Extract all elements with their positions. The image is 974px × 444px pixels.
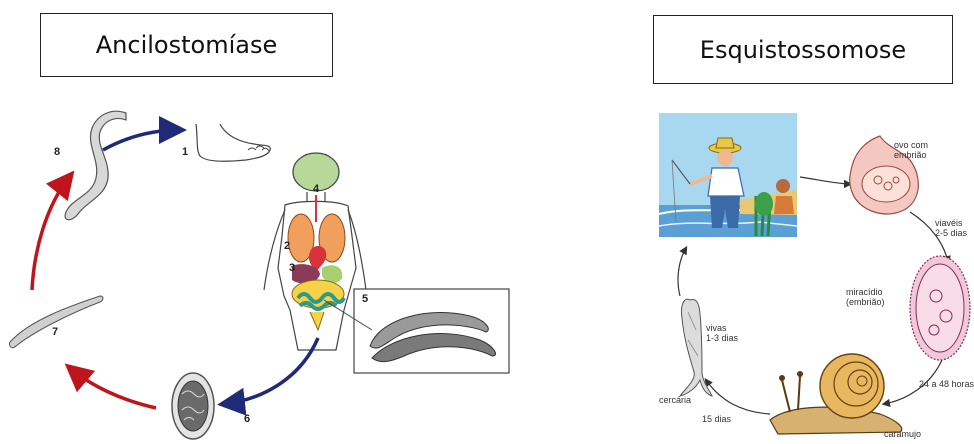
arrow-cercaria-to-host — [678, 248, 686, 296]
snail — [770, 354, 902, 434]
label-cercaria: cercária — [659, 395, 691, 405]
blue-arrow-larva-to-foot — [103, 130, 180, 150]
stage-number-5: 5 — [362, 293, 368, 305]
stage-number-8: 8 — [54, 146, 60, 158]
stage-number-3: 3 — [289, 262, 295, 274]
arrow-host-to-egg — [800, 177, 850, 184]
red-arrow-larva7-to-larva8 — [32, 176, 70, 290]
rhabditiform-larva-7 — [9, 296, 103, 348]
label-hours: 24 a 48 horas — [919, 379, 974, 389]
arrow-snail-to-cercaria — [706, 380, 770, 414]
stage-number-1: 1 — [182, 146, 188, 158]
label-viable: viavéis 2-5 dias — [935, 218, 967, 238]
stage-number-7: 7 — [52, 326, 58, 338]
label-egg: ovo com embrião — [894, 140, 928, 160]
label-alive: vivas 1-3 dias — [706, 323, 738, 343]
fisherman-scene — [659, 113, 797, 237]
label-15-days: 15 dias — [702, 414, 731, 424]
foot-drawing — [196, 124, 270, 161]
miracidium — [910, 256, 970, 360]
stage-number-6: 6 — [244, 413, 250, 425]
stage-number-4: 4 — [313, 183, 319, 195]
stage-number-2: 2 — [284, 240, 290, 252]
filariform-larva-8 — [65, 111, 126, 220]
label-snail: caramujo — [884, 429, 921, 439]
label-miracidium: miracídio (embrião) — [846, 287, 885, 307]
red-arrow-egg-to-larva — [70, 368, 156, 408]
